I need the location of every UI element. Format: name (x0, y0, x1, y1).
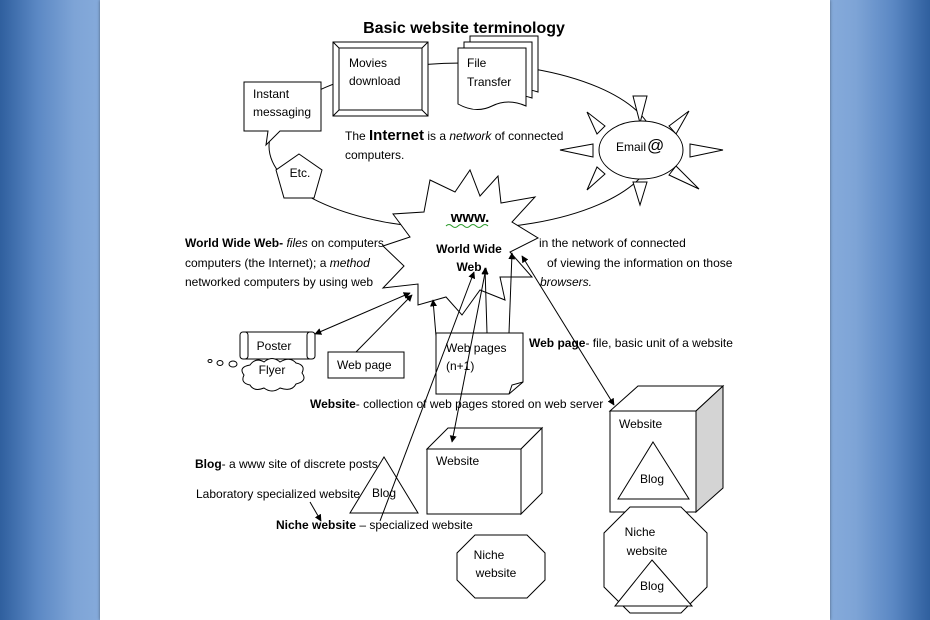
niche-right-label: Niche (625, 525, 656, 539)
www-definition-line1-right: in the network of connected (539, 236, 686, 250)
blog-definition: Blog- a www site of discrete posts (195, 457, 378, 471)
transfer-label: Transfer (467, 75, 511, 89)
www-definition-line1: World Wide Web- files on computers (185, 236, 384, 250)
instant-messaging-node: Instant messaging (243, 81, 322, 147)
diagram-title: Basic website terminology (363, 20, 565, 37)
movies-download-node: Movies download (332, 41, 429, 117)
arrow-webpages-3 (508, 252, 516, 334)
flyer-label: Flyer (259, 363, 286, 377)
web-pages-node: Web pages (n+1) (435, 332, 524, 395)
website-middle-label: Website (436, 454, 479, 468)
webpage-definition: Web page- file, basic unit of a website (529, 336, 733, 350)
file-label: File (467, 56, 487, 70)
niche-definition: Niche website – specialized website (276, 518, 473, 532)
arrow-webpages-1 (430, 299, 438, 337)
messaging-label: messaging (253, 105, 311, 119)
poster-label: Poster (257, 339, 292, 353)
arrow-website-right (521, 255, 615, 406)
web-page-node: Web page (327, 351, 405, 379)
arrow-blog (379, 271, 476, 522)
niche-website-octagon-right: Niche website Blog (603, 506, 708, 614)
website-cube-middle: Website (425, 426, 544, 516)
movies-label: Movies (349, 56, 387, 70)
etc-label: Etc. (290, 166, 311, 180)
document-page: Basic website terminology Movies downloa… (100, 0, 830, 620)
www-definition-line2-right: of viewing the information on those (547, 256, 733, 270)
website-right-label: Website (619, 417, 662, 431)
www-explosion-node: www. World Wide Web (381, 168, 540, 316)
website-definition: Website- collection of web pages stored … (310, 397, 603, 411)
blog-left-label: Blog (372, 486, 396, 500)
arrows (309, 252, 615, 522)
at-sign: @ (647, 136, 664, 155)
niche-blog-label: Blog (640, 579, 664, 593)
world-wide-label: World Wide (436, 242, 502, 256)
arrow-webpage (355, 294, 413, 353)
poster-flyer-node: Poster Flyer (207, 331, 316, 392)
arrow-website-mid (449, 267, 489, 443)
internet-definition-line2: computers. (345, 148, 404, 162)
niche-right-website-label: website (626, 544, 668, 558)
internet-definition: The Internet is a network of connected (345, 127, 563, 144)
www-definition-line2: computers (the Internet); a method (185, 256, 370, 270)
file-transfer-node: File Transfer (457, 35, 539, 110)
instant-label: Instant (253, 87, 290, 101)
web-page-label: Web page (337, 358, 392, 372)
blog-right-label: Blog (640, 472, 664, 486)
laboratory-definition: Laboratory specialized website (196, 487, 360, 501)
website-cube-right: Website Blog (608, 384, 725, 514)
web-pages-count-label: (n+1) (446, 359, 474, 373)
www-label: www. (450, 209, 490, 226)
www-definition-line3-right: browsers. (540, 275, 592, 289)
email-label: Email (616, 140, 646, 154)
arrow-poster (314, 292, 411, 335)
niche-middle-website-label: website (475, 566, 517, 580)
web-pages-label: Web pages (446, 341, 507, 355)
niche-middle-label: Niche (474, 548, 505, 562)
email-sun-node: Email @ (559, 95, 724, 207)
arrow-niche (309, 501, 322, 522)
niche-website-octagon-middle: Niche website (456, 534, 546, 599)
download-label: download (349, 74, 400, 88)
blog-triangle-left: Blog (349, 456, 419, 514)
www-definition-line3: networked computers by using web (185, 275, 373, 289)
web-label: Web (456, 260, 481, 274)
etc-pentagon-node: Etc. (275, 153, 323, 199)
